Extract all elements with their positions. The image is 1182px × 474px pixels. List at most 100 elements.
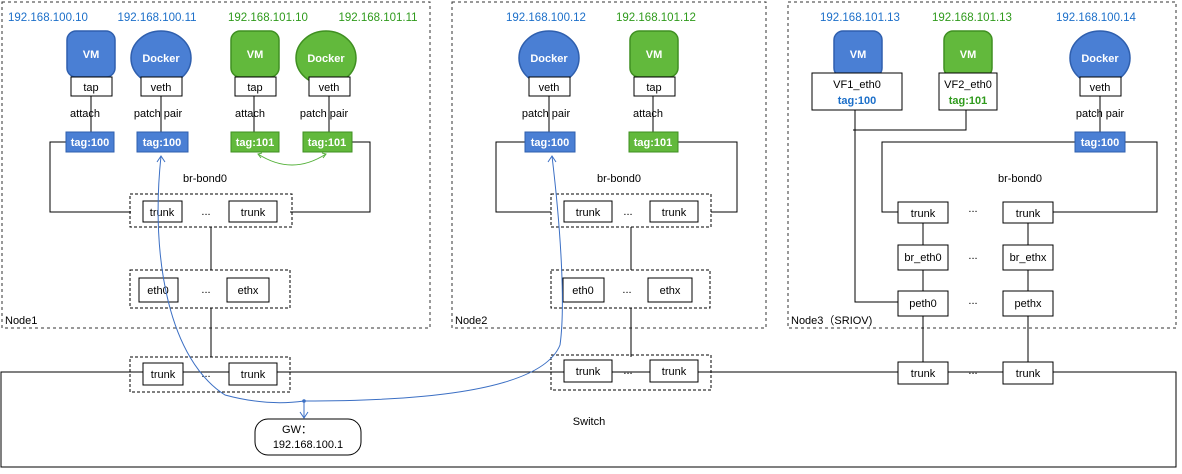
node2-dots: ... — [623, 206, 632, 218]
node1-tag-port[interactable] — [230, 131, 280, 153]
switch-trunk-group — [550, 354, 712, 391]
node1-tag-port[interactable] — [65, 131, 115, 153]
node3-label: Node3（SRIOV) — [791, 314, 872, 327]
switch-trunk-box[interactable] — [1002, 361, 1054, 385]
node3-veth-box[interactable] — [1079, 76, 1122, 97]
switch-trunk-box[interactable] — [897, 361, 949, 385]
node3-dots: ... — [968, 203, 977, 215]
node3-vf2-box[interactable] — [938, 72, 998, 111]
switch-trunk-label: trunk — [241, 369, 266, 381]
node2-attach-label: attach — [633, 108, 663, 120]
node1-tag-port[interactable] — [136, 131, 189, 153]
gateway[interactable]: GW： 192.168.100.1 — [254, 418, 362, 456]
node2-bridge-outline — [678, 141, 738, 213]
switch-trunk-box[interactable] — [649, 359, 699, 383]
node2-trunk-box[interactable] — [649, 200, 699, 223]
node2-tag-port[interactable] — [628, 131, 679, 153]
node1-attach-label: attach — [70, 108, 100, 120]
node1-tap-label: tap — [83, 82, 98, 94]
node2-tag-port[interactable] — [524, 131, 576, 153]
node1-trunk-box[interactable] — [142, 200, 183, 223]
node3-ip-vm2: 192.168.101.13 — [932, 12, 1012, 24]
node1-tap-label: tap — [247, 82, 262, 94]
node2-trunk-box[interactable] — [563, 200, 613, 223]
node1-veth-label: veth — [151, 82, 172, 94]
route-junction-dot — [302, 399, 306, 403]
node2-trunk-label: trunk — [576, 207, 601, 219]
node1-arrow-head-icon — [257, 152, 263, 159]
node1-ethx-label: ethx — [238, 285, 259, 297]
switch-trunk-box[interactable] — [142, 362, 184, 386]
node1-trunk-label: trunk — [241, 207, 266, 219]
node3-vm-green-label: VM — [960, 49, 977, 61]
switch-trunk-label: trunk — [1016, 368, 1041, 380]
switch-trunk-box[interactable] — [228, 362, 278, 386]
node2-tag-label: tag:101 — [634, 137, 673, 149]
node1-dots: ... — [201, 206, 210, 218]
switch-dots: ... — [968, 365, 977, 377]
node1-tag101-link-arrow — [257, 153, 327, 166]
node1-bridge-outline — [290, 141, 371, 213]
node2-dots: ... — [622, 284, 631, 296]
node3-vf1-box[interactable] — [811, 72, 903, 111]
node2-tag-label: tag:100 — [531, 137, 570, 149]
node2-tap-box[interactable] — [633, 76, 676, 97]
node2-bridge-label: br-bond0 — [597, 173, 641, 185]
node2-ethx-box[interactable] — [647, 277, 693, 303]
node3-tag-port[interactable] — [1074, 131, 1126, 153]
node3-patch-pair-label: patch pair — [1076, 108, 1125, 120]
node1-docker-blue-label: Docker — [142, 53, 180, 65]
node2-route-arrow — [303, 155, 563, 402]
node1-ethx-box[interactable] — [226, 277, 270, 303]
node1: 192.168.100.10 192.168.100.11 192.168.10… — [8, 12, 418, 357]
node1-vm-blue-label: VM — [83, 49, 100, 61]
gateway-routes — [156, 155, 563, 419]
node2-ethx-label: ethx — [660, 285, 681, 297]
node2-trunk-label: trunk — [662, 207, 687, 219]
node2-docker-label: Docker — [530, 53, 568, 65]
node1-tag-label: tag:101 — [236, 137, 275, 149]
node3-trunk-label: trunk — [1016, 208, 1041, 220]
arrow-head-icon — [156, 155, 166, 163]
node3-br-ethx-box[interactable] — [1002, 244, 1054, 271]
node1-ip-vm2: 192.168.101.10 — [228, 12, 308, 24]
node3-vf1-wire — [854, 109, 898, 303]
node3-pethx-box[interactable] — [1002, 290, 1054, 317]
switch-dots: ... — [201, 368, 210, 380]
node1-vm-green-label: VM — [247, 49, 264, 61]
node1-tap-box[interactable] — [234, 76, 277, 97]
node2-eth0-box[interactable] — [562, 277, 605, 303]
node3-br-eth0-label: br_eth0 — [904, 252, 941, 264]
switch-trunk-label: trunk — [151, 369, 176, 381]
node1-trunk-box[interactable] — [228, 200, 278, 223]
node1-label: Node1 — [5, 315, 37, 327]
node1-dots: ... — [201, 284, 210, 296]
switch-trunk-box[interactable] — [563, 359, 613, 383]
node3-ip-vm1: 192.168.101.13 — [820, 12, 900, 24]
node1-trunk-label: trunk — [150, 207, 175, 219]
node1-eth0-box[interactable] — [138, 277, 179, 303]
gateway-ip: 192.168.100.1 — [273, 439, 343, 451]
switch-trunk-group — [129, 356, 291, 393]
node2-eth0-label: eth0 — [572, 285, 593, 297]
node3-peth0-box[interactable] — [897, 290, 949, 317]
node1-bridge-label: br-bond0 — [183, 173, 227, 185]
node1-tag-label: tag:100 — [143, 137, 182, 149]
gateway-box[interactable] — [254, 418, 362, 456]
node1-tag-port[interactable] — [302, 131, 353, 153]
switch-dots: ... — [623, 365, 632, 377]
node1-attach-label: attach — [235, 108, 265, 120]
node3-bridge-label: br-bond0 — [998, 173, 1042, 185]
node2-ip-docker: 192.168.100.12 — [506, 12, 586, 24]
node3-frame — [787, 1, 1177, 329]
node1-veth-box[interactable] — [140, 76, 183, 97]
node1-ip-vm1: 192.168.100.10 — [8, 12, 88, 24]
node1-veth-box[interactable] — [308, 76, 351, 97]
switch-trunk-label: trunk — [911, 368, 936, 380]
node2-tap-label: tap — [646, 82, 661, 94]
node1-tap-box[interactable] — [70, 76, 113, 97]
node1-route-arrow — [157, 155, 305, 404]
node3-bridge-outline — [881, 141, 1075, 213]
node2-veth-box[interactable] — [528, 76, 571, 97]
node1-patch-pair-label: patch pair — [134, 108, 183, 120]
